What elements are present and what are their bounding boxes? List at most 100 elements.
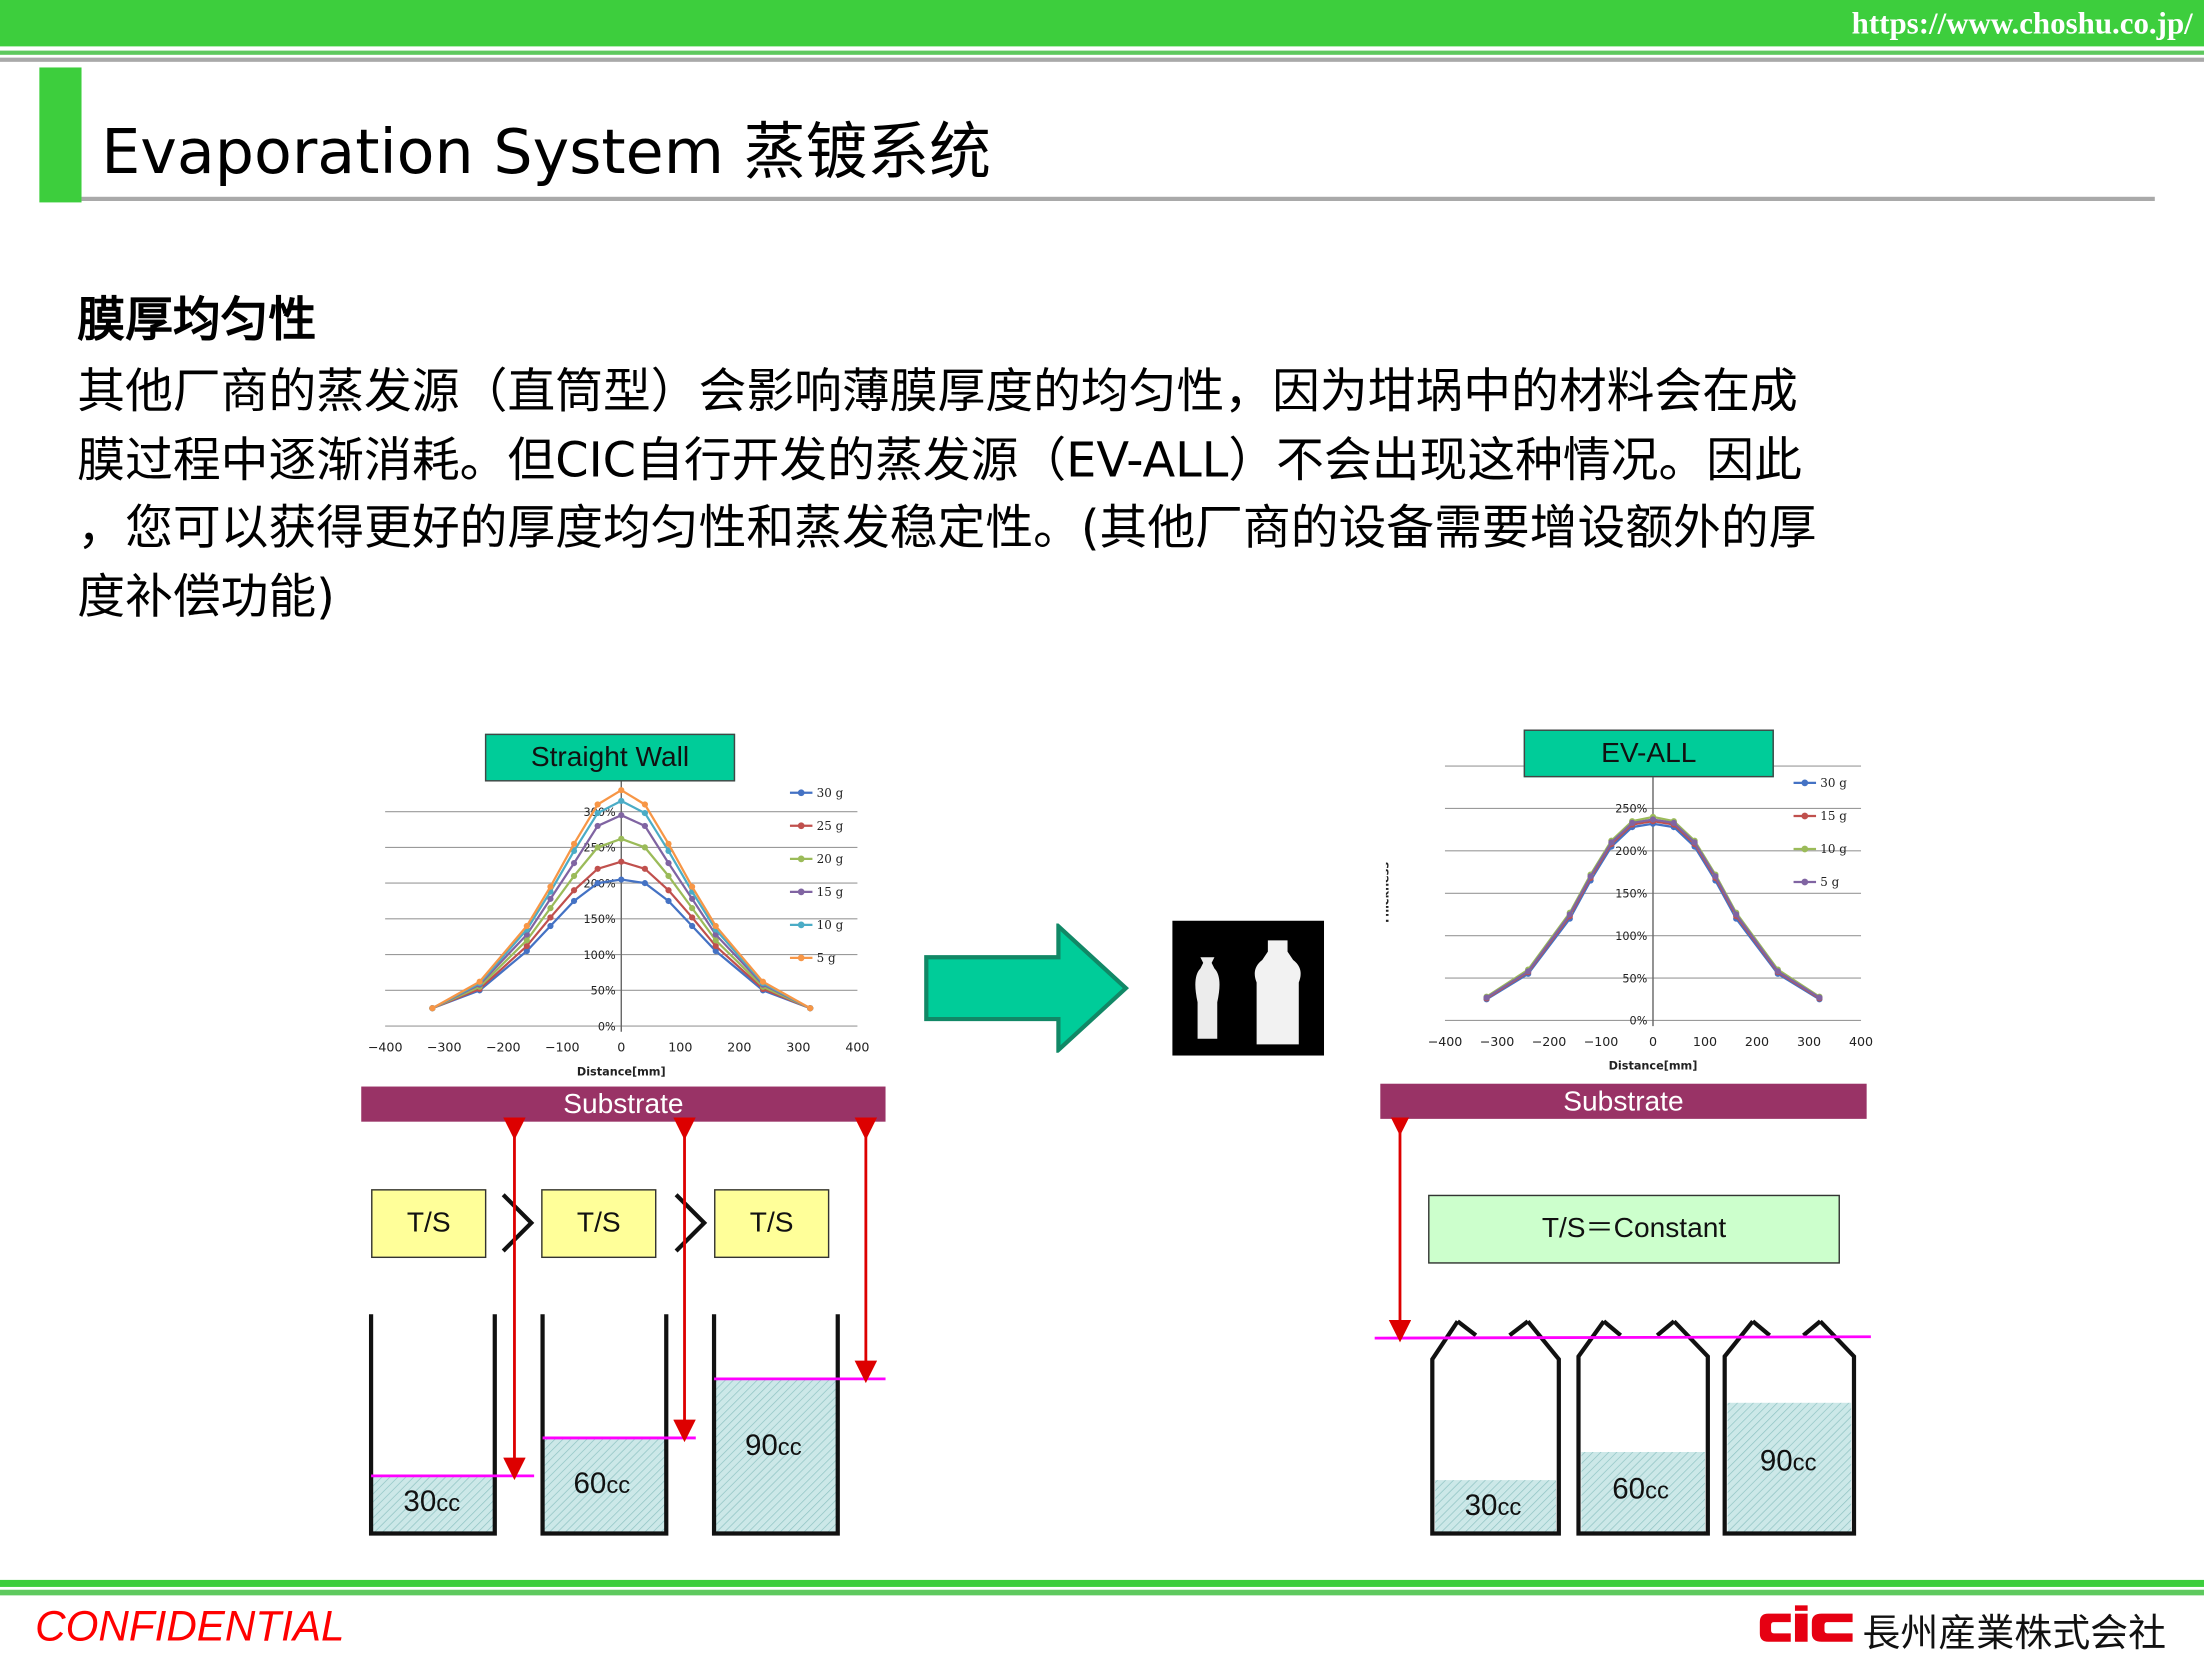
volume-unit: cc <box>778 1434 802 1461</box>
legend-marker <box>798 822 805 829</box>
legend-marker <box>1801 879 1808 886</box>
x-tick-label: −200 <box>1532 1034 1567 1049</box>
volume-unit: cc <box>606 1472 630 1499</box>
data-point <box>1816 994 1822 1000</box>
data-point <box>595 866 601 872</box>
data-point <box>1483 994 1489 1000</box>
data-point <box>618 859 624 865</box>
legend-label: 15 g <box>817 885 844 899</box>
data-point <box>1733 911 1739 917</box>
right-arrow-icon <box>923 923 1131 1052</box>
legend-marker <box>1801 780 1808 787</box>
confidential-label: CONFIDENTIAL <box>35 1604 344 1652</box>
data-point <box>1587 873 1593 879</box>
description-paragraph: 其他厂商的蒸发源（直筒型）会影响薄膜厚度的均匀性，因为坩埚中的材料会在成 膜过程… <box>77 358 2101 631</box>
data-point <box>595 844 601 850</box>
data-point <box>1567 911 1573 917</box>
data-point <box>595 880 601 886</box>
volume-value: 60 <box>1612 1473 1645 1505</box>
data-point <box>665 898 671 904</box>
x-tick-label: 100 <box>668 1039 692 1054</box>
data-point <box>595 801 601 807</box>
volume-label-30: 30cc <box>1465 1490 1522 1524</box>
x-tick-label: 400 <box>845 1039 869 1054</box>
x-tick-label: −300 <box>427 1039 462 1054</box>
x-tick-label: 100 <box>1693 1034 1717 1049</box>
y-tick-label: 150% <box>584 913 616 926</box>
x-tick-label: 400 <box>1849 1034 1873 1049</box>
data-point <box>642 880 648 886</box>
y-tick-label: 0% <box>598 1020 616 1033</box>
legend-marker <box>798 955 805 962</box>
data-point <box>1671 820 1677 826</box>
data-point <box>642 810 648 816</box>
x-tick-label: −200 <box>486 1039 521 1054</box>
data-point <box>547 914 553 920</box>
footer-rule <box>0 1580 2204 1587</box>
header-rule <box>0 51 2204 55</box>
legend-marker <box>798 855 805 862</box>
data-point <box>571 873 577 879</box>
data-point <box>618 836 624 842</box>
ev-all-title: EV-ALL <box>1524 730 1774 778</box>
volume-label-60: 60cc <box>573 1467 630 1501</box>
data-point <box>689 884 695 890</box>
y-tick-label: 50% <box>591 985 616 998</box>
legend-label: 10 g <box>817 918 844 932</box>
company-name: 長州産業株式会社 <box>1862 1602 2166 1657</box>
data-point <box>665 873 671 879</box>
y-tick-label: 150% <box>1615 887 1647 900</box>
y-tick-label: 250% <box>1615 803 1647 816</box>
x-tick-label: −400 <box>368 1039 403 1054</box>
legend-marker <box>798 888 805 895</box>
data-point <box>689 914 695 920</box>
x-tick-label: 300 <box>1797 1034 1821 1049</box>
chevron-icon <box>676 1195 704 1251</box>
volume-value: 90 <box>1760 1445 1793 1477</box>
volume-unit: cc <box>436 1490 460 1517</box>
legend-label: 5 g <box>1820 875 1839 889</box>
data-point <box>571 887 577 893</box>
x-tick-label: 200 <box>727 1039 751 1054</box>
volume-value: 30 <box>1465 1490 1498 1522</box>
paragraph-line: 膜过程中逐渐消耗。但CIC自行开发的蒸发源（EV-ALL）不会出现这种情况。因此 <box>77 427 2101 495</box>
data-point <box>1650 816 1656 822</box>
data-point <box>665 841 671 847</box>
data-point <box>1525 968 1531 974</box>
legend-label: 30 g <box>817 786 844 800</box>
data-point <box>595 810 601 816</box>
header-url[interactable]: https://www.choshu.co.jp/ <box>1852 6 2193 43</box>
data-point <box>547 905 553 911</box>
x-tick-label: 300 <box>786 1039 810 1054</box>
volume-unit: cc <box>1793 1449 1817 1476</box>
data-point <box>571 841 577 847</box>
paragraph-line: 其他厂商的蒸发源（直筒型）会影响薄膜厚度的均匀性，因为坩埚中的材料会在成 <box>77 358 2101 426</box>
data-point <box>595 823 601 829</box>
volume-label-60: 60cc <box>1612 1473 1669 1507</box>
paragraph-line: 度补偿功能) <box>77 563 2101 631</box>
title-accent-bar <box>39 67 81 202</box>
x-tick-label: −100 <box>1584 1034 1619 1049</box>
data-point <box>1608 839 1614 845</box>
volume-value: 90 <box>745 1430 778 1462</box>
ev-all-chart: 0%50%100%150%200%250%300%−400−300−200−10… <box>1386 763 1892 1079</box>
data-point <box>477 979 483 985</box>
volume-unit: cc <box>1497 1494 1521 1521</box>
data-point <box>642 844 648 850</box>
header-rule-gray <box>0 58 2204 62</box>
data-point <box>665 887 671 893</box>
left-substrate: Substrate <box>361 1087 885 1122</box>
y-tick-label: 50% <box>1622 972 1647 985</box>
chevron-icon <box>503 1195 531 1251</box>
x-tick-label: −400 <box>1428 1034 1463 1049</box>
section-heading: 膜厚均匀性 <box>77 281 316 350</box>
data-point <box>618 798 624 804</box>
x-tick-label: 200 <box>1745 1034 1769 1049</box>
y-tick-label: 200% <box>1615 845 1647 858</box>
volume-label-30: 30cc <box>403 1486 460 1520</box>
data-point <box>642 823 648 829</box>
data-point <box>1775 968 1781 974</box>
data-point <box>1629 820 1635 826</box>
data-point <box>524 923 530 929</box>
